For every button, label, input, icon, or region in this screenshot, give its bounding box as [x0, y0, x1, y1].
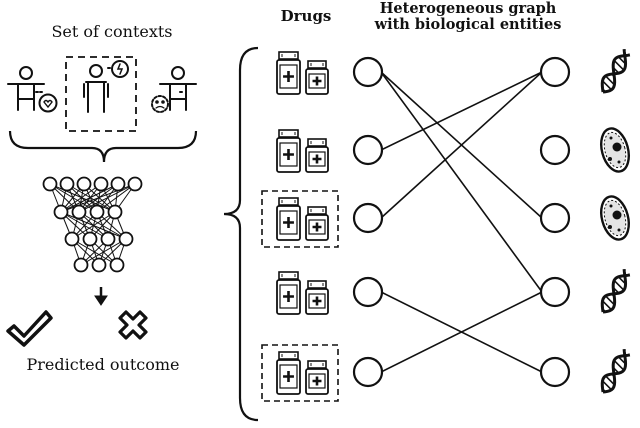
drug-icon	[276, 351, 329, 395]
graph-title-line-1: Heterogeneous graph	[379, 0, 557, 17]
drug-list	[261, 51, 339, 402]
cross-icon	[118, 310, 148, 340]
person-alert-icon	[65, 56, 137, 132]
entity-icons	[600, 48, 631, 394]
highlight-box	[261, 344, 339, 402]
entity-node	[539, 202, 571, 234]
cell-icon	[600, 195, 630, 241]
drugs-title: Drugs	[280, 7, 332, 25]
entity-node	[539, 276, 571, 308]
drug-node	[352, 356, 384, 388]
curly-brace-down	[8, 130, 198, 163]
curly-brace-left	[223, 46, 259, 422]
neural-network-icon	[42, 176, 143, 273]
drug-node	[352, 202, 384, 234]
graph-title: Heterogeneous graph with biological enti…	[356, 1, 580, 33]
graph-edge	[380, 71, 543, 219]
person-sad-icon	[151, 66, 197, 113]
entity-node	[539, 356, 571, 388]
graph-edge	[380, 291, 543, 373]
drug-nodes	[352, 56, 384, 388]
entity-node	[539, 56, 571, 88]
drug-icon	[276, 197, 329, 241]
dna-icon	[600, 48, 631, 94]
drug-icon	[276, 129, 329, 173]
entity-node	[539, 134, 571, 166]
drug-icon	[276, 51, 329, 95]
entity-nodes	[539, 56, 571, 388]
dna-icon	[600, 348, 631, 394]
predicted-outcome-label: Predicted outcome	[26, 355, 180, 374]
drug-icon	[276, 271, 329, 315]
arrow-down-icon	[94, 287, 108, 306]
person-heart-icon	[7, 66, 58, 113]
drug-node	[352, 56, 384, 88]
dna-icon	[600, 268, 631, 314]
graph-edge	[380, 71, 543, 151]
check-icon	[6, 310, 53, 347]
graph-title-line-2: with biological entities	[374, 16, 562, 33]
drug-node	[352, 134, 384, 166]
contexts-title: Set of contexts	[51, 22, 173, 41]
graph-edge	[380, 71, 543, 293]
cell-icon	[600, 127, 630, 173]
graph-edges	[380, 71, 543, 373]
highlight-box	[261, 190, 339, 248]
drug-node	[352, 276, 384, 308]
